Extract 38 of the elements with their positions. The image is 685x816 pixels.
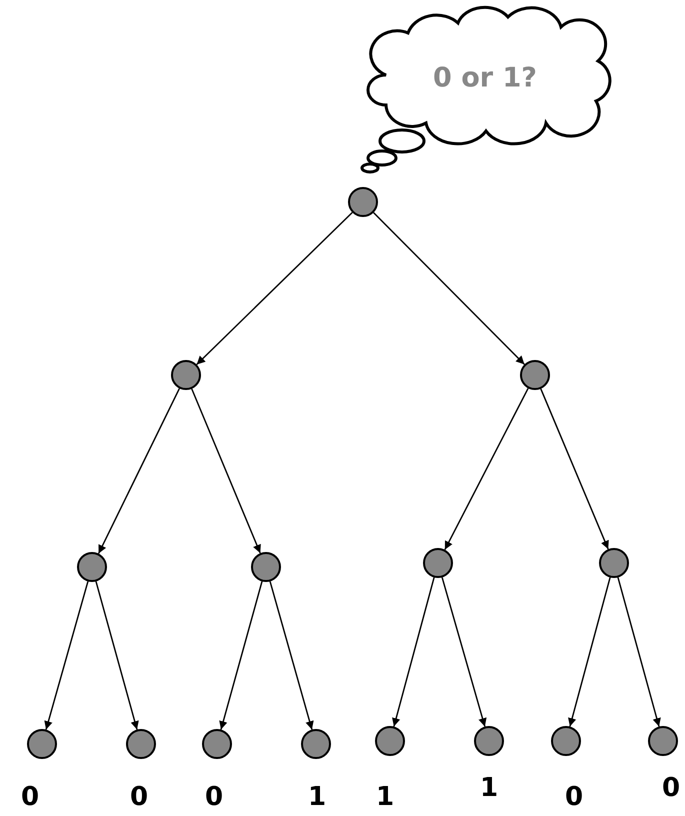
arrow [373, 212, 525, 365]
arrow [269, 581, 314, 730]
arrow [44, 581, 89, 730]
tree-node-circle [599, 548, 629, 578]
tree-node-circle [520, 360, 550, 390]
bit-value: 1 [480, 775, 498, 801]
tree-node-circle [27, 729, 57, 759]
bit-value: 1 [308, 784, 326, 810]
tree-node-circle [551, 726, 581, 756]
arrow [540, 388, 609, 550]
tree-node-circle [301, 729, 331, 759]
arrow [98, 388, 180, 554]
bit-value: 0 [20, 784, 40, 810]
arrow [196, 212, 353, 366]
tree-node-circle [77, 552, 107, 582]
arrow [219, 581, 263, 730]
tree-node-circle [375, 726, 405, 756]
bit-value: 1 [376, 784, 394, 810]
tree-node-circle [348, 187, 378, 217]
arrow [568, 577, 611, 727]
arrow [191, 388, 261, 554]
bit-value: 0 [204, 784, 224, 810]
arrow [441, 577, 487, 727]
thought-text: 0 or 1? [433, 62, 537, 94]
arrow [444, 388, 529, 550]
bit-value: 0 [662, 775, 680, 801]
arrow [95, 581, 139, 730]
tree-node-circle [251, 552, 281, 582]
arrow [617, 577, 661, 727]
bit-value: 0 [564, 784, 584, 810]
arrow [392, 577, 435, 727]
tree-node-circle [474, 726, 504, 756]
tree-node-circle [423, 548, 453, 578]
tree-node-circle [126, 729, 156, 759]
tree-node-circle [171, 360, 201, 390]
tree-node-circle [202, 729, 232, 759]
bit-value: 0 [130, 784, 148, 810]
tree-node-circle [648, 726, 678, 756]
